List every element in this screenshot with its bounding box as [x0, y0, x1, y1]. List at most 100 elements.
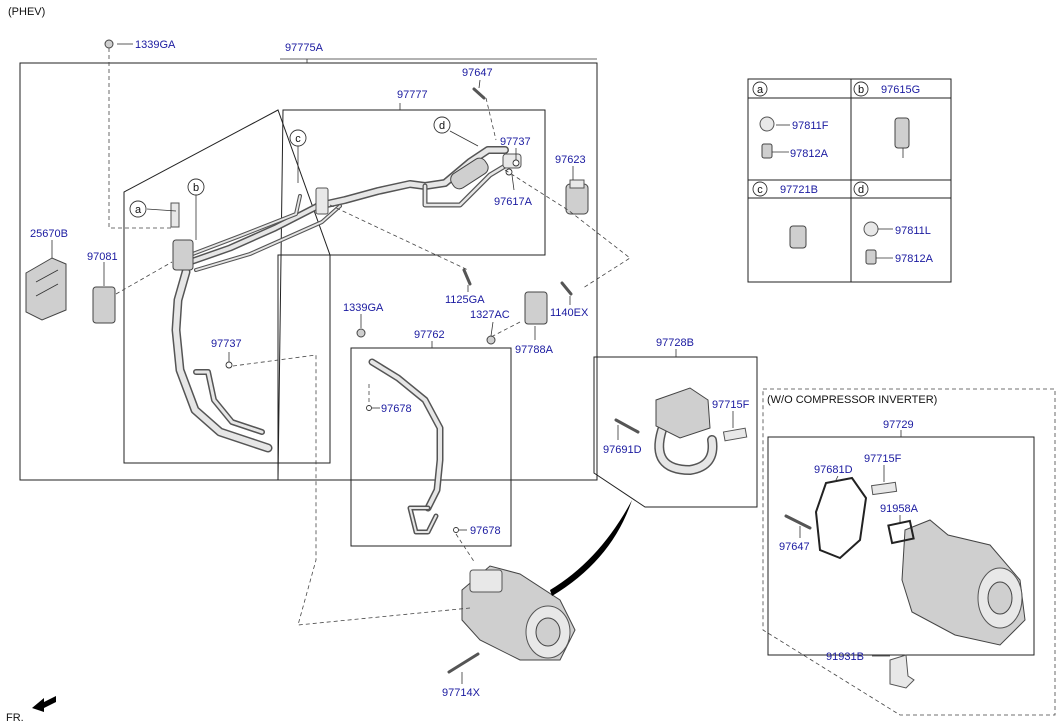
label-97728B[interactable]: 97728B — [656, 337, 694, 349]
svg-text:d: d — [858, 184, 864, 196]
bracket-97788A — [524, 291, 548, 325]
legend-cell-d: d 97811L 97812A — [853, 181, 934, 265]
assembly-97777-frame-left — [123, 109, 331, 464]
oring-97678-b — [453, 527, 459, 533]
label-1339GA-top[interactable]: 1339GA — [135, 39, 176, 51]
sensor-97623 — [565, 179, 589, 215]
label-97678-b[interactable]: 97678 — [470, 525, 501, 537]
label-97715F-a[interactable]: 97715F — [712, 399, 750, 411]
discharge-hose-97762 — [368, 358, 444, 535]
front-direction-indicator: FR. — [6, 696, 56, 724]
callout-a[interactable]: a — [129, 200, 147, 218]
wo-inverter-frame — [762, 388, 1056, 716]
bracket-fitting — [315, 187, 329, 215]
svg-text:a: a — [135, 204, 142, 216]
legend-cell-c: c 97721B — [752, 181, 818, 197]
bolt-97647-b — [784, 514, 812, 530]
electric-compressor — [461, 565, 576, 661]
label-97681D[interactable]: 97681D — [814, 464, 853, 476]
assembly-97762-frame — [350, 347, 512, 547]
label-97715F-b[interactable]: 97715F — [864, 453, 902, 465]
label-97647-top[interactable]: 97647 — [462, 67, 493, 79]
part-label[interactable]: 97812A — [895, 253, 934, 265]
part-label[interactable]: 97812A — [790, 148, 829, 160]
oring-97681D — [814, 476, 868, 560]
compressor-97729 — [901, 519, 1026, 646]
legend-cell-a: a 97811F 97812A — [752, 81, 829, 160]
connector-25670B — [25, 257, 67, 321]
label-97623[interactable]: 97623 — [555, 154, 586, 166]
bracket-91931B — [889, 654, 915, 689]
fr-label: FR. — [6, 712, 24, 724]
front-arrow-icon — [32, 696, 56, 712]
label-91958A[interactable]: 91958A — [880, 503, 919, 515]
muffler — [450, 157, 489, 190]
bolt-1125GA — [462, 268, 472, 286]
label-1327AC[interactable]: 1327AC — [470, 309, 510, 321]
part-labels: 1339GA 97775A 97777 97647 97737 97623 97… — [30, 39, 919, 699]
svg-text:c: c — [757, 184, 763, 196]
pointer-arrow — [550, 500, 632, 596]
label-97691D[interactable]: 97691D — [603, 444, 642, 456]
oring-97737-top — [512, 159, 520, 167]
part-label[interactable]: 97615G — [881, 84, 920, 96]
gasket-91958A — [887, 519, 915, 545]
callout-d[interactable]: d — [433, 116, 451, 134]
leader-lines — [51, 43, 904, 684]
label-91931B[interactable]: 91931B — [826, 651, 864, 663]
part-label[interactable]: 97721B — [780, 184, 818, 196]
callout-b[interactable]: b — [187, 178, 205, 196]
label-97788A[interactable]: 97788A — [515, 344, 554, 356]
oring-97678-a — [366, 405, 372, 411]
callout-c[interactable]: c — [289, 129, 307, 147]
inverter-bracket-97728B — [654, 387, 718, 475]
label-1125GA[interactable]: 1125GA — [445, 294, 485, 306]
bolt-1339GA-mid — [356, 328, 366, 338]
label-1140EX[interactable]: 1140EX — [550, 307, 589, 319]
label-97775A[interactable]: 97775A — [285, 42, 324, 54]
part-label[interactable]: 97811F — [792, 120, 829, 132]
label-1339GA-mid[interactable]: 1339GA — [343, 302, 384, 314]
legend-cap-97811F — [759, 116, 775, 132]
gasket-97715F-a — [722, 427, 748, 442]
legend-table — [747, 78, 952, 283]
label-97617A[interactable]: 97617A — [494, 196, 533, 208]
label-97729[interactable]: 97729 — [883, 419, 914, 431]
label-25670B[interactable]: 25670B — [30, 228, 68, 240]
oring-97617A — [505, 168, 513, 176]
label-97647-b[interactable]: 97647 — [779, 541, 810, 553]
bolt-1339GA-top — [104, 39, 114, 49]
legend-switch-97721B — [789, 225, 807, 249]
pressure-transducer-97081 — [92, 286, 116, 324]
assembly-97777-frame — [277, 109, 546, 481]
oring-97737-mid — [225, 361, 233, 369]
nut-1327AC — [486, 335, 496, 345]
bolt-97647-top — [472, 87, 486, 100]
part-label[interactable]: 97811L — [895, 225, 931, 237]
label-97737-mid[interactable]: 97737 — [211, 338, 242, 350]
block-fitting — [172, 239, 194, 271]
svg-text:b: b — [193, 182, 199, 194]
gasket-97715F-b — [870, 481, 898, 496]
legend-valve-97812A-d — [865, 249, 877, 265]
bolt-97691D — [614, 418, 640, 434]
legend-sensor-97615G — [894, 117, 910, 149]
label-97777[interactable]: 97777 — [397, 89, 428, 101]
liquid-pipes — [188, 194, 342, 272]
label-97714X[interactable]: 97714X — [442, 687, 481, 699]
legend-cap-97811L — [863, 221, 879, 237]
clip-a — [170, 202, 180, 228]
label-97081[interactable]: 97081 — [87, 251, 118, 263]
bolt-1140EX — [560, 281, 573, 296]
svg-text:a: a — [757, 84, 764, 96]
label-97762[interactable]: 97762 — [414, 329, 445, 341]
suction-hose-97777 — [186, 146, 509, 266]
svg-text:b: b — [858, 84, 864, 96]
dashed-leaders — [108, 48, 631, 626]
label-97678-a[interactable]: 97678 — [381, 403, 412, 415]
label-97737-top[interactable]: 97737 — [500, 136, 531, 148]
bolt-97714X — [447, 652, 480, 674]
legend-cell-b: b 97615G — [853, 81, 920, 97]
legend-valve-97812A-a — [761, 143, 773, 159]
